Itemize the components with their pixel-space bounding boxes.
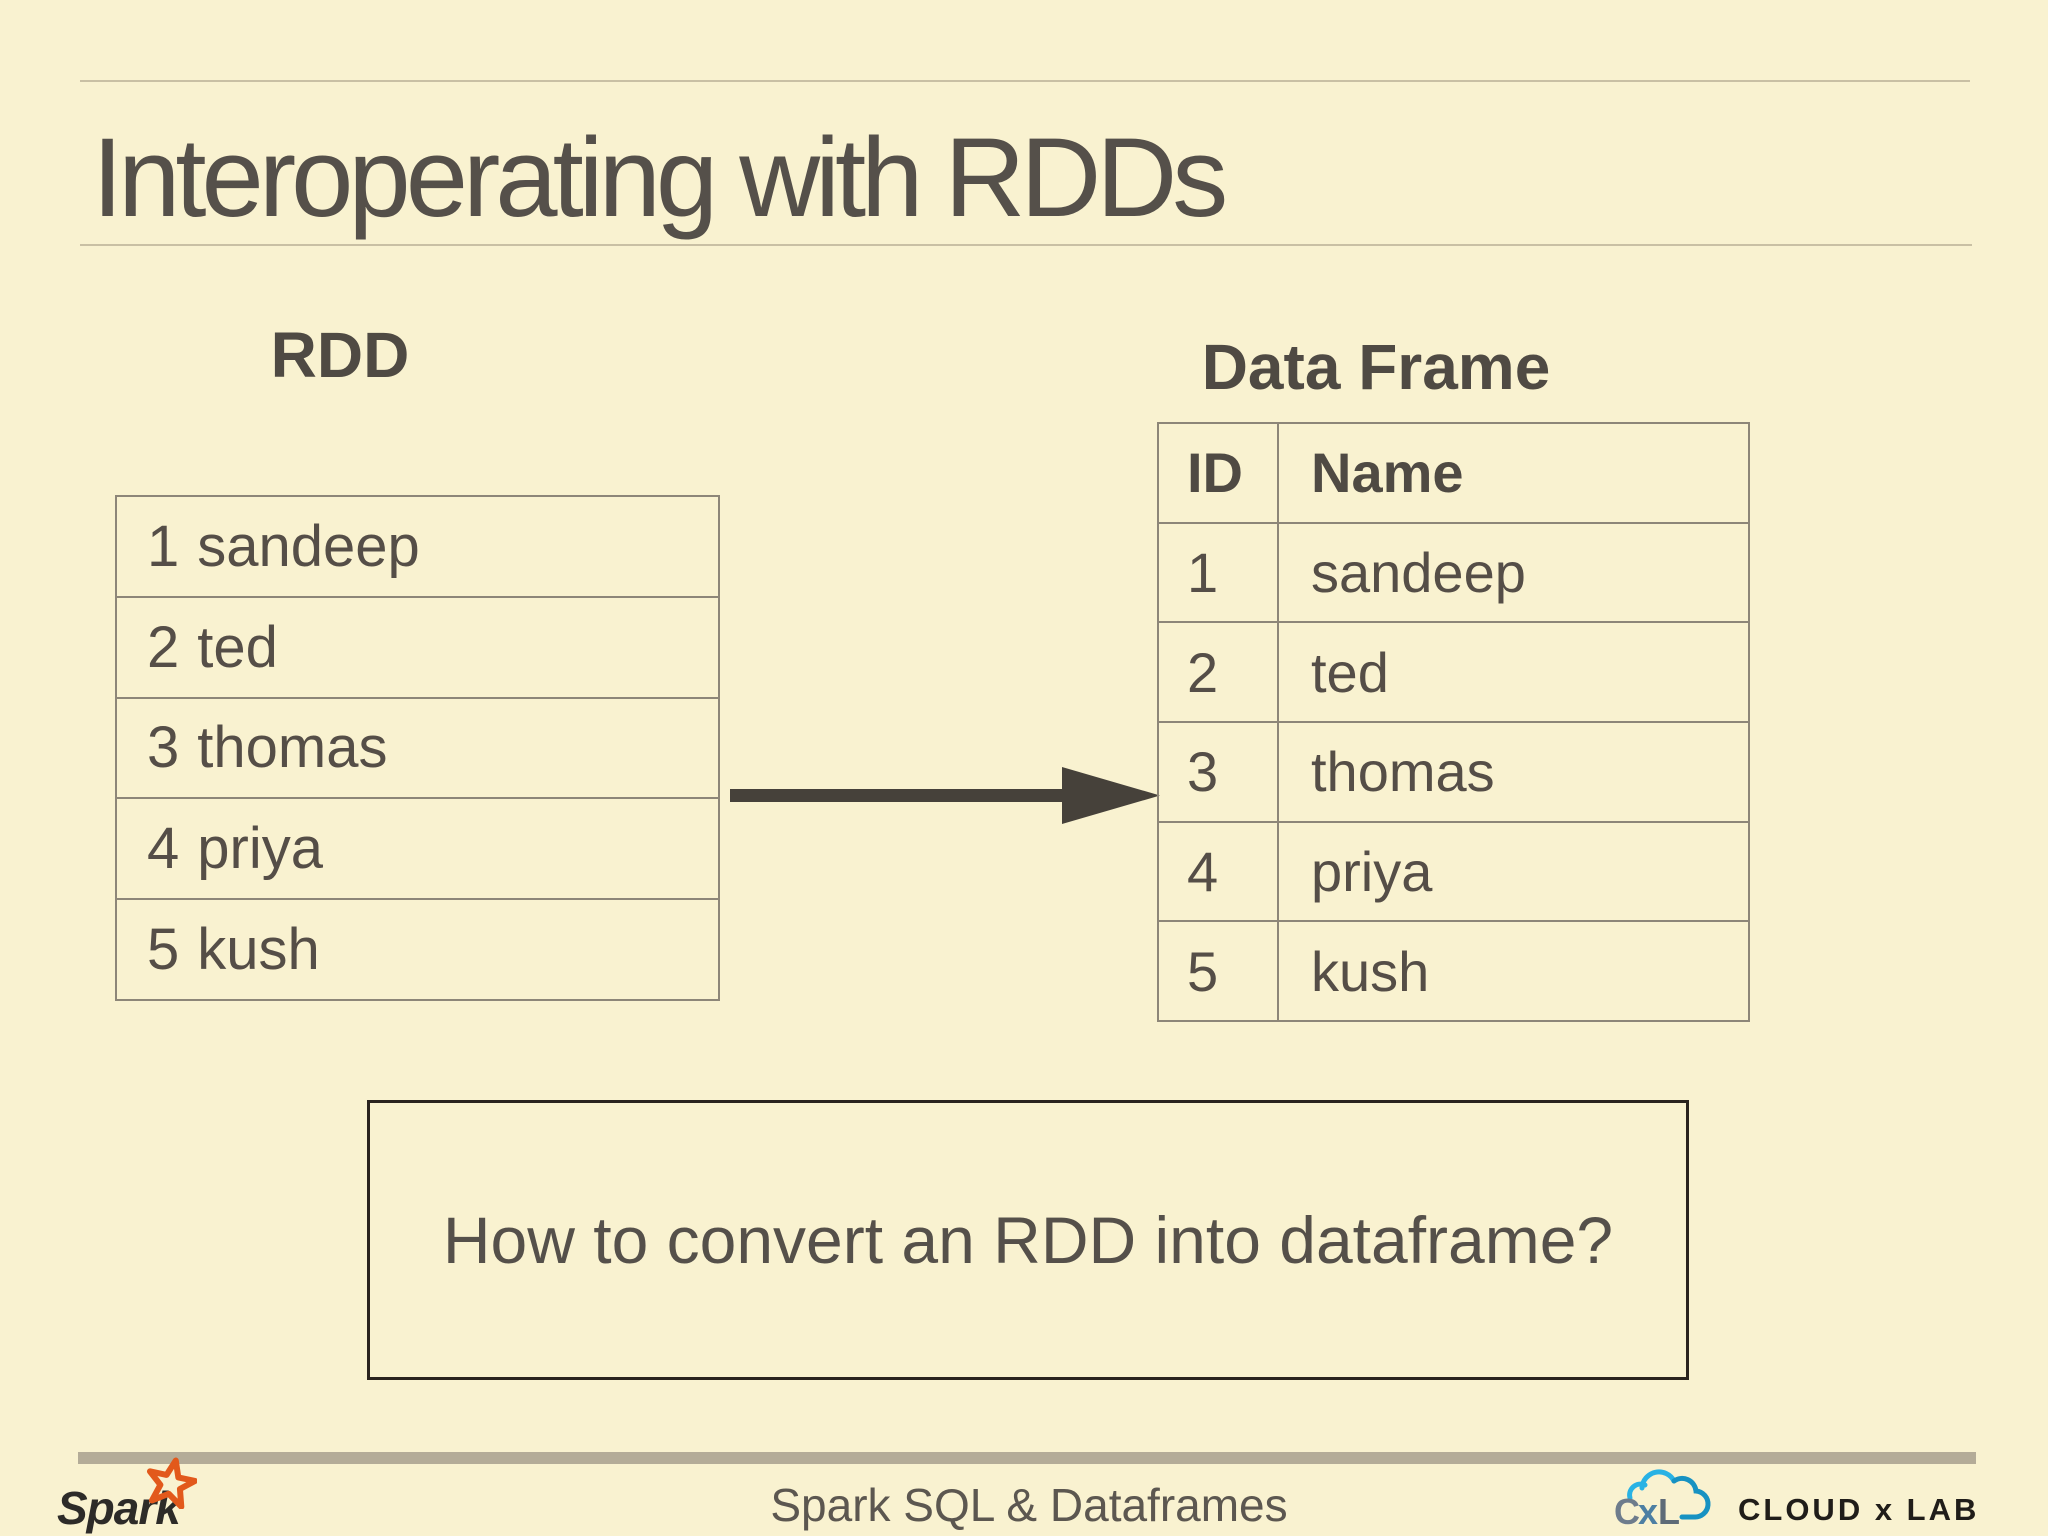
dataframe-cell-id: 3 [1159, 723, 1279, 821]
dataframe-header-row: ID Name [1159, 424, 1748, 522]
dataframe-cell-name: sandeep [1311, 541, 1526, 604]
dataframe-row: 2 ted [1159, 621, 1748, 722]
footer-divider [78, 1452, 1976, 1464]
dataframe-cell-name: ted [1311, 640, 1389, 704]
rdd-row-id: 5 [147, 917, 180, 983]
dataframe-cell-id: 2 [1159, 623, 1279, 722]
rdd-row: 3 thomas [117, 696, 718, 798]
question-box: How to convert an RDD into dataframe? [367, 1100, 1689, 1380]
dataframe-row: 3 thomas [1159, 721, 1748, 821]
rdd-to-dataframe-arrow [730, 767, 1160, 824]
cxl-letter-x: x [1638, 1491, 1658, 1532]
rdd-row-id: 3 [147, 715, 180, 781]
dataframe-header-id: ID [1159, 424, 1279, 522]
dataframe-header-name: Name [1311, 441, 1464, 505]
cloud-icon: C x L [1614, 1469, 1711, 1532]
dataframe-cell-name: kush [1311, 939, 1430, 1003]
rdd-label: RDD [270, 319, 410, 391]
rdd-row-id: 2 [147, 614, 180, 680]
cloudxlab-text: CLOUD x LAB [1738, 1492, 1980, 1527]
cxl-letter-l: L [1658, 1491, 1680, 1532]
dataframe-label: Data Frame [1201, 331, 1551, 403]
dataframe-row: 4 priya [1159, 820, 1748, 921]
rdd-row: 5 kush [117, 898, 718, 999]
dataframe-cell-name: priya [1311, 840, 1433, 904]
dataframe-row: 1 sandeep [1159, 521, 1748, 622]
dataframe-table: ID Name 1 sandeep 2 ted 3 thomas 4 priya… [1157, 422, 1750, 1022]
rdd-row-id: 4 [147, 816, 180, 882]
title-underline [80, 244, 1972, 246]
cxl-letter-c: C [1614, 1491, 1640, 1532]
rdd-table: 1 sandeep 2 ted 3 thomas 4 priya 5 kush [115, 495, 720, 1001]
question-text: How to convert an RDD into dataframe? [442, 1203, 1614, 1277]
rdd-row-name: priya [197, 816, 323, 882]
dataframe-cell-id: 4 [1159, 822, 1279, 921]
spark-star-icon [146, 1457, 197, 1509]
rdd-row-name: ted [197, 614, 278, 680]
footer-deck-title: Spark SQL & Dataframes [770, 1479, 1288, 1531]
rdd-row-name: thomas [197, 715, 388, 781]
dataframe-row: 5 kush [1159, 920, 1748, 1021]
slide-title: Interoperating with RDDs [92, 115, 1228, 240]
rdd-row: 1 sandeep [117, 497, 718, 596]
spark-logo: Spark [57, 1455, 227, 1535]
rdd-row-id: 1 [147, 513, 180, 579]
dataframe-cell-id: 5 [1159, 922, 1279, 1021]
rdd-row-name: sandeep [197, 513, 420, 579]
rdd-row: 2 ted [117, 595, 718, 697]
rdd-row-name: kush [197, 917, 320, 983]
dataframe-cell-name: thomas [1311, 740, 1495, 804]
dataframe-cell-id: 1 [1159, 523, 1279, 622]
rdd-row: 4 priya [117, 797, 718, 898]
top-rule [80, 80, 1970, 82]
